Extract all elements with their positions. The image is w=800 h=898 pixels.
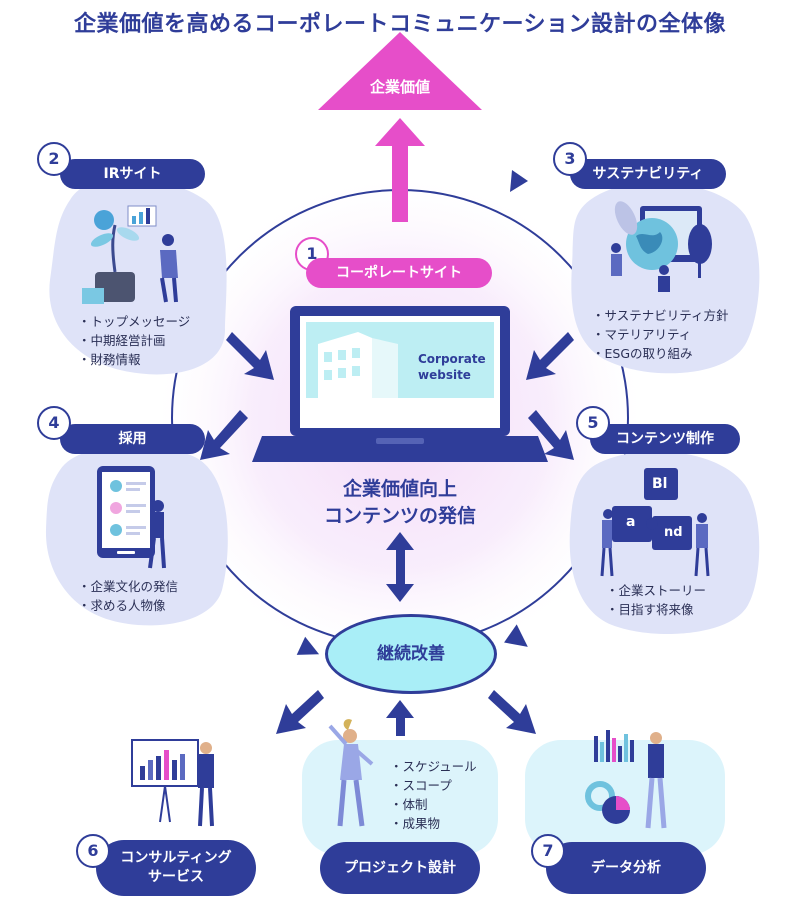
ir-items: トップメッセージ 中期経営計画 財務情報: [78, 312, 191, 369]
project-item: 体制: [390, 795, 477, 814]
content-number-badge: 5: [576, 406, 610, 440]
center-caption-line2: コンテンツの発信: [323, 505, 476, 527]
recruit-number-badge: 4: [37, 406, 71, 440]
consulting-label-line2: サービス: [148, 869, 204, 885]
puzzle-text-bl: Bl: [652, 476, 668, 492]
content-pill: コンテンツ制作: [590, 424, 740, 454]
project-pill: プロジェクト設計: [320, 842, 480, 894]
content-illustration: [600, 468, 710, 577]
ir-number-badge: 2: [37, 142, 71, 176]
recruit-illustration: [97, 466, 166, 569]
project-item: 成果物: [390, 814, 477, 833]
recruit-pill: 採用: [60, 424, 205, 454]
page-title: 企業価値を高めるコーポレートコミュニケーション設計の全体像: [73, 12, 727, 37]
orbit-arrowhead-top-right: [510, 170, 528, 192]
outward-arrows: [276, 690, 536, 736]
sustainability-pill: サステナビリティ: [570, 159, 726, 189]
project-item: スコープ: [390, 776, 477, 795]
laptop-illustration: [252, 306, 548, 462]
inward-arrows: [200, 332, 574, 460]
puzzle-text-a: a: [626, 514, 636, 530]
center-caption-line1: 企業価値向上: [342, 478, 457, 500]
sustainability-item: マテリアリティ: [592, 325, 729, 344]
sustainability-item: サステナビリティ方針: [592, 306, 729, 325]
ir-item: トップメッセージ: [78, 312, 191, 331]
data-pill: データ分析: [546, 842, 706, 894]
pink-arrow-head: [375, 118, 425, 146]
recruit-item: 求める人物像: [78, 596, 178, 615]
content-item: 企業ストーリー: [606, 581, 707, 600]
puzzle-text-nd: nd: [664, 525, 683, 540]
project-illustration: [328, 719, 374, 827]
continuous-improvement-ellipse: 継続改善: [325, 614, 497, 694]
data-number-badge: 7: [531, 834, 565, 868]
goal-triangle: [318, 32, 482, 110]
screen-text-line2: website: [418, 368, 471, 382]
data-illustration: [585, 730, 667, 829]
center-caption: 企業価値向上 コンテンツの発信: [250, 476, 550, 530]
double-arrow: [386, 532, 414, 602]
recruit-item: 企業文化の発信: [78, 577, 179, 596]
sustainability-items: サステナビリティ方針 マテリアリティ ESGの取り組み: [592, 306, 729, 363]
sustainability-item: ESGの取り組み: [592, 344, 729, 363]
consulting-number-badge: 6: [76, 834, 110, 868]
orbit-arrowhead-bottom-left: [296, 636, 320, 655]
sustainability-number-badge: 3: [553, 142, 587, 176]
recruit-items: 企業文化の発信 求める人物像: [78, 577, 179, 615]
ir-item: 中期経営計画: [78, 331, 190, 350]
ir-site-pill: IRサイト: [60, 159, 205, 189]
orbit-arrowhead-bottom-right: [504, 624, 528, 647]
ir-item: 財務情報: [78, 350, 190, 369]
consulting-illustration: [131, 739, 214, 827]
pink-arrow-shaft: [392, 142, 408, 222]
sustainability-illustration: [611, 201, 712, 292]
goal-label: 企業価値: [369, 78, 430, 96]
content-item: 目指す将来像: [606, 600, 706, 619]
corporate-site-pill: コーポレートサイト: [306, 258, 492, 288]
project-item: スケジュール: [390, 757, 477, 776]
project-items: スケジュール スコープ 体制 成果物: [390, 757, 477, 833]
content-items: 企業ストーリー 目指す将来像: [606, 581, 707, 619]
ir-illustration: [82, 205, 178, 304]
consulting-pill: コンサルティング サービス: [96, 840, 256, 896]
data-panel: [525, 740, 725, 855]
consulting-label-line1: コンサルティング: [120, 850, 232, 866]
screen-text-line1: Corporate: [418, 352, 486, 366]
